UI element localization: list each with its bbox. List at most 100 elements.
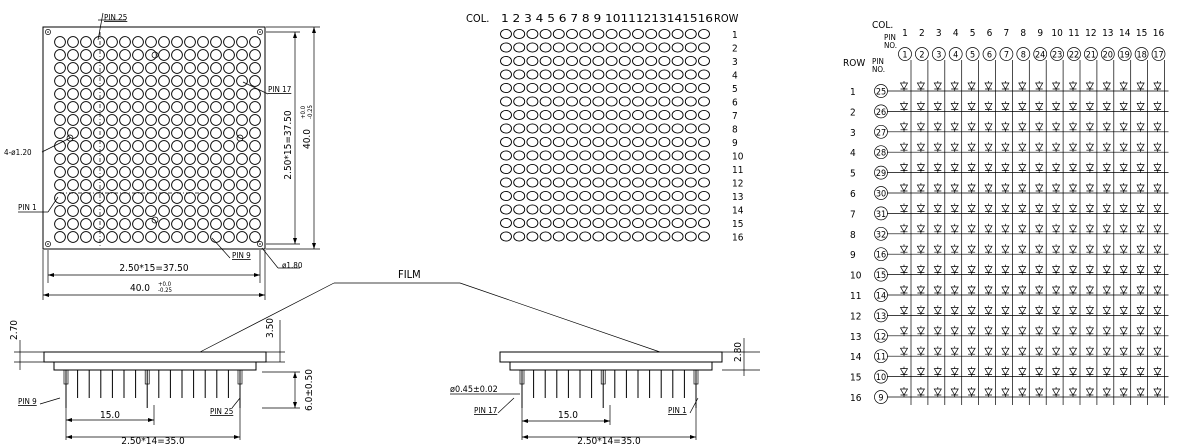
led-dot <box>500 217 512 229</box>
top-view: PIN 25 PIN 17 4-ø1.20 PIN 1 PIN 9 ø1.80 … <box>4 12 320 300</box>
led-dot <box>500 42 512 53</box>
led-diode <box>1102 285 1111 295</box>
led-dot <box>684 55 697 67</box>
led-dot <box>539 123 552 134</box>
top-view-dot-grid <box>54 36 261 243</box>
led-diode <box>1001 366 1010 377</box>
led-dot <box>184 166 196 178</box>
row-number: 1 <box>850 87 856 98</box>
pin-standoff <box>693 369 699 385</box>
led-diode <box>916 325 926 336</box>
led-dot <box>566 55 578 67</box>
led-dot <box>210 127 222 139</box>
led-dot <box>54 75 66 87</box>
led-dot <box>145 101 157 113</box>
led-dot <box>500 96 512 107</box>
led-dot <box>566 123 578 134</box>
pin-standoff <box>519 369 525 385</box>
led-dot <box>119 166 131 178</box>
led-dot <box>579 69 592 80</box>
led-diode <box>1102 244 1111 255</box>
led-dot <box>684 177 697 188</box>
led-dot <box>513 109 526 121</box>
led-diode <box>1136 325 1145 336</box>
led-dot <box>684 109 697 121</box>
led-dot <box>632 109 644 121</box>
led-dot <box>500 163 512 175</box>
led-dot <box>223 127 235 139</box>
led-diode <box>1085 121 1095 132</box>
row-number: 16 <box>850 393 862 404</box>
led-diode <box>1085 346 1095 357</box>
led-dot <box>197 127 209 139</box>
row-pin-number: 31 <box>876 210 886 220</box>
led-dot <box>158 49 170 61</box>
led-diode <box>899 101 909 112</box>
led-dot <box>197 36 209 48</box>
led-diode <box>1018 325 1027 336</box>
led-dot <box>500 136 512 148</box>
led-dot <box>526 204 539 215</box>
svg-text:-0.25: -0.25 <box>307 105 314 119</box>
led-dot <box>67 36 79 48</box>
led-dot <box>158 179 170 191</box>
led-dot <box>93 179 105 191</box>
col-pin-number: 3 <box>936 51 941 61</box>
led-dot <box>658 42 671 53</box>
led-diode <box>1136 223 1145 234</box>
led-dot <box>605 55 618 67</box>
led-dot <box>605 69 618 80</box>
led-dot <box>605 190 618 202</box>
col-number: 16 <box>1153 28 1165 39</box>
led-dot <box>210 166 222 178</box>
led-diode <box>950 387 959 397</box>
led-diode <box>1001 346 1010 357</box>
led-diode <box>1085 101 1095 112</box>
row-number: 8 <box>732 125 738 136</box>
led-dot <box>106 140 118 152</box>
svg-text:+0.0: +0.0 <box>300 105 307 119</box>
led-dot <box>658 96 671 107</box>
led-dot <box>658 231 671 242</box>
led-diode <box>1085 223 1095 234</box>
led-diode <box>1068 183 1078 193</box>
led-dot <box>223 75 235 87</box>
led-diode <box>933 162 942 173</box>
led-dot <box>658 177 671 188</box>
led-dot <box>645 28 658 40</box>
led-diode <box>916 305 926 316</box>
led-diode <box>899 264 909 275</box>
led-diode <box>984 325 993 336</box>
led-dot <box>671 123 684 134</box>
led-dot <box>106 231 118 243</box>
led-diode <box>933 285 942 295</box>
side-right-pin1: PIN 1 <box>668 406 687 415</box>
led-diode <box>1001 264 1010 275</box>
led-dot <box>671 55 684 67</box>
led-dot <box>592 150 605 161</box>
led-diode <box>1136 81 1145 91</box>
col-numbers: 1 2 3 4 5 6 7 8 9 10111213141516 <box>501 12 713 25</box>
led-dot <box>184 218 196 230</box>
led-diode <box>1018 285 1027 295</box>
led-dot <box>539 42 552 53</box>
led-dot <box>618 42 631 53</box>
led-dot <box>67 179 79 191</box>
led-diode <box>933 101 942 112</box>
led-diode <box>967 366 976 377</box>
led-dot <box>645 163 658 175</box>
led-dot <box>658 82 671 94</box>
col-pin-number: 7 <box>1004 51 1009 61</box>
led-dot <box>500 204 512 215</box>
pin-marker <box>236 134 244 142</box>
led-dot <box>67 101 79 113</box>
led-dot <box>500 177 512 188</box>
led-dot <box>658 217 671 229</box>
led-dot <box>210 140 222 152</box>
led-dot <box>539 82 552 94</box>
led-dot <box>119 101 131 113</box>
led-dot <box>526 82 539 94</box>
led-diode <box>1001 305 1010 316</box>
led-diode <box>916 81 926 91</box>
